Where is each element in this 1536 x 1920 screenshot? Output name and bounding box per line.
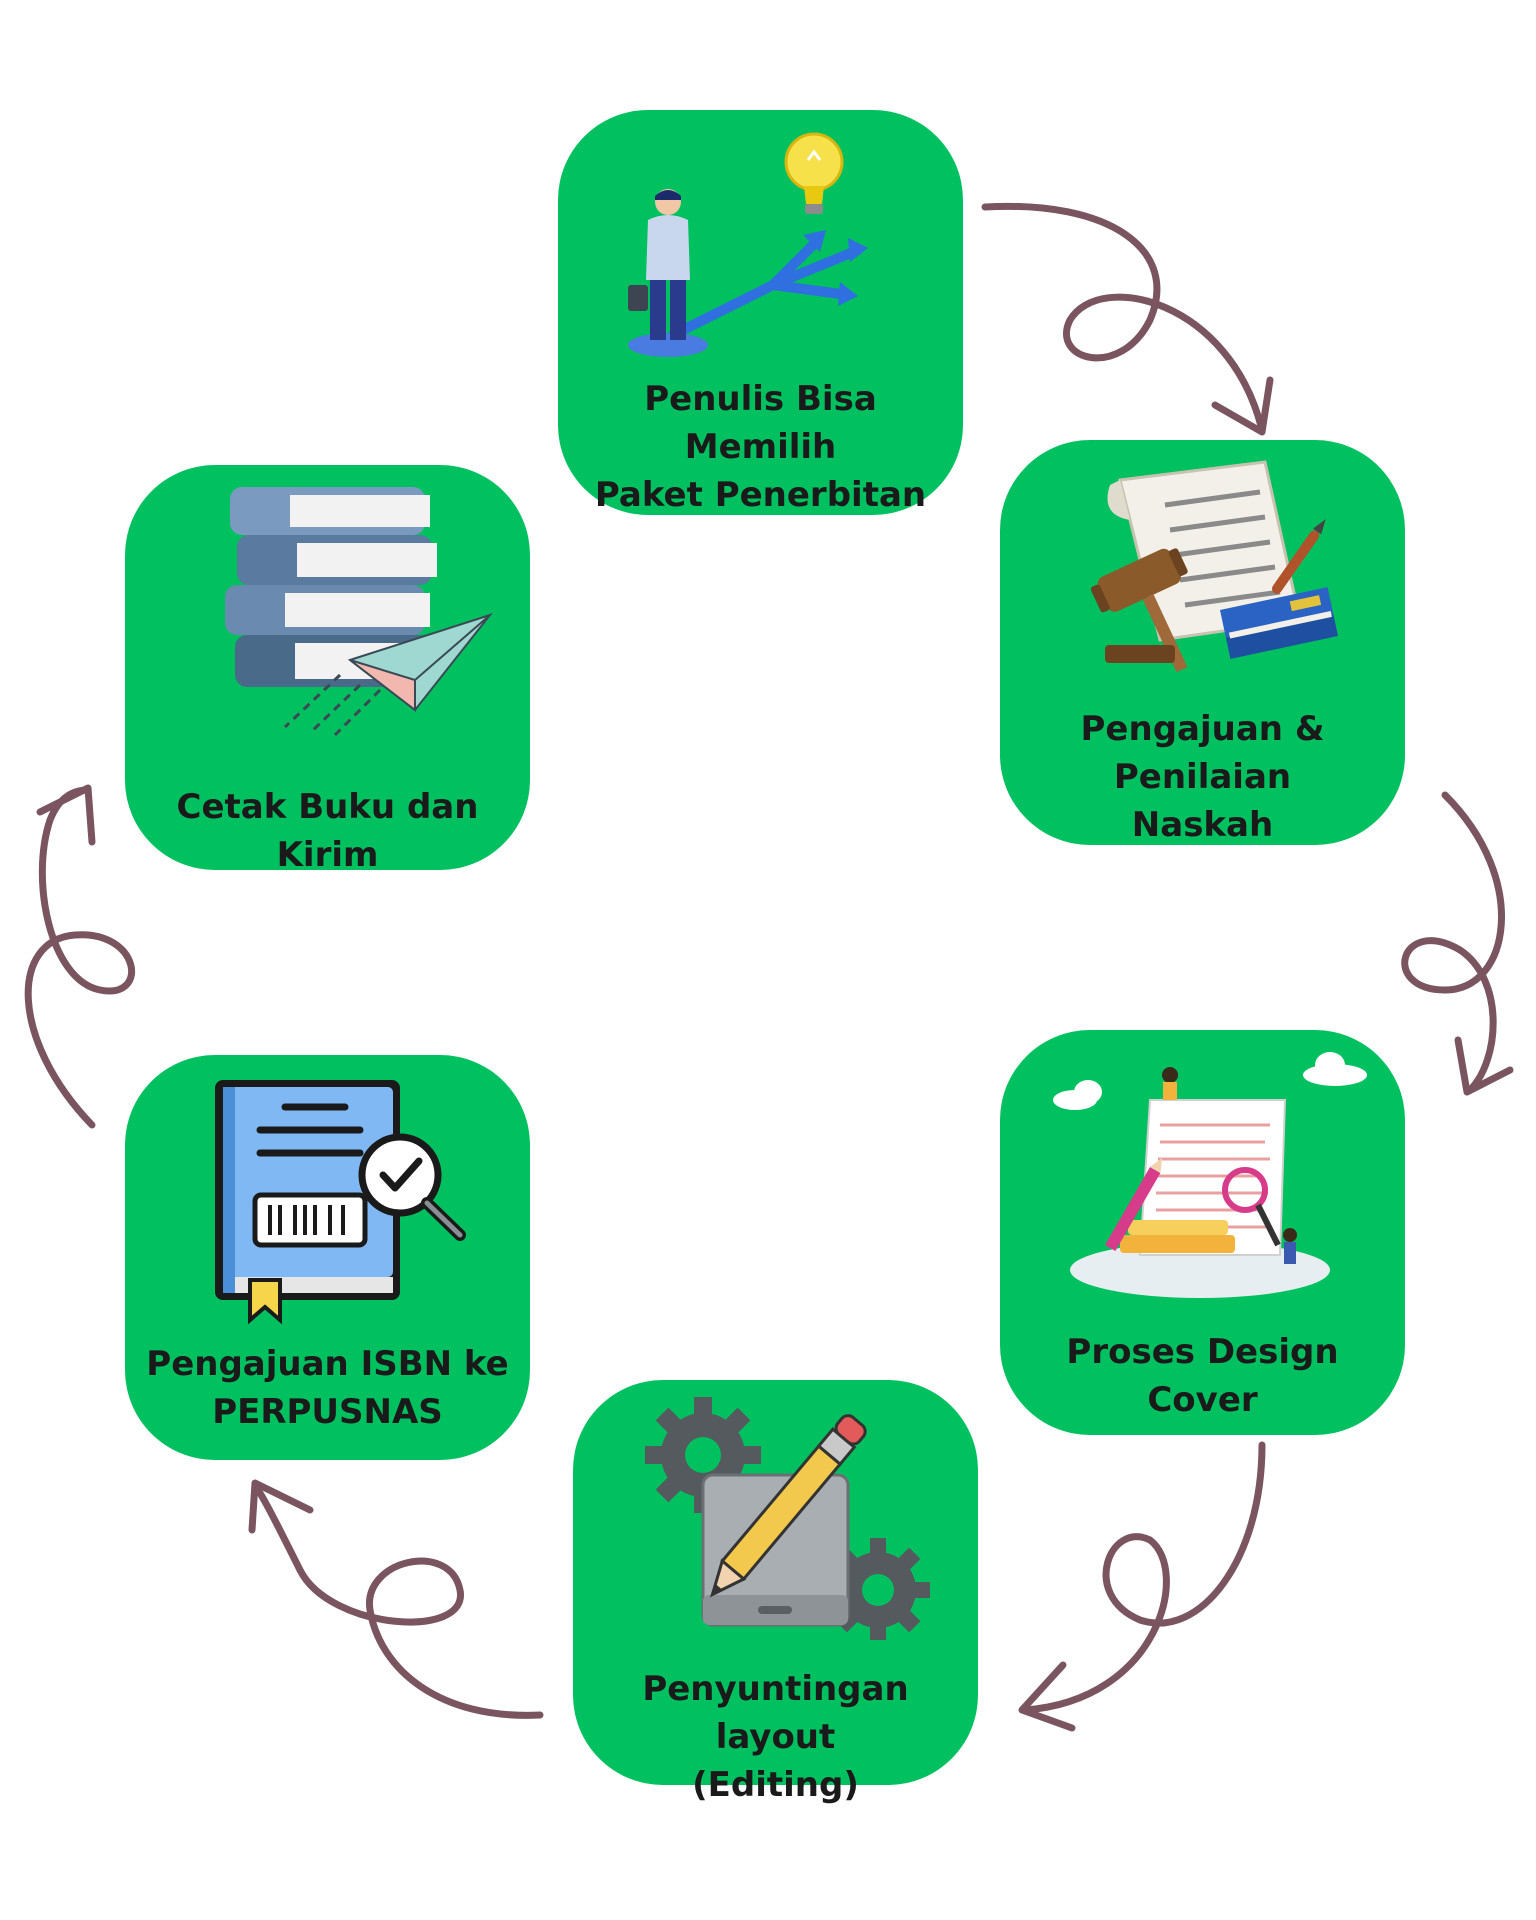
arrowhead-1-to-2 [1211, 376, 1274, 436]
arrow-4-to-5 [251, 1481, 544, 1719]
step-label-4: Penyuntingan layout (Editing) [642, 1669, 909, 1805]
step-card-5: Pengajuan ISBN ke PERPUSNAS [125, 1055, 530, 1460]
arrow-3-to-4 [1021, 1441, 1266, 1714]
law-manuscript-icon [1090, 460, 1338, 673]
arrow-1-to-2 [981, 202, 1266, 434]
step-label-1: Penulis Bisa Memilih Paket Penerbitan [594, 379, 927, 515]
step-card-3: Proses Design Cover [1000, 1030, 1405, 1435]
step-label-2: Pengajuan & Penilaian Naskah [1080, 709, 1325, 845]
layout-editing-icon [645, 1397, 930, 1640]
arrow-5-to-6 [24, 786, 136, 1129]
step-label-5: Pengajuan ISBN ke PERPUSNAS [146, 1344, 509, 1432]
step-card-6: Cetak Buku dan Kirim [125, 465, 530, 875]
arrowhead-3-to-4 [1018, 1661, 1076, 1732]
isbn-book-icon [215, 1080, 466, 1325]
step-label-3: Proses Design Cover [1066, 1332, 1339, 1420]
arrow-2-to-3 [1401, 791, 1505, 1094]
idea-choice-icon [628, 132, 868, 357]
step-card-1: Penulis Bisa Memilih Paket Penerbitan [558, 110, 963, 515]
step-label-6: Cetak Buku dan Kirim [176, 787, 479, 875]
arrowhead-5-to-6 [36, 784, 96, 846]
step-card-2: Pengajuan & Penilaian Naskah [1000, 440, 1405, 845]
arrowhead-4-to-5 [248, 1479, 314, 1534]
books-paper-plane-icon [225, 487, 493, 737]
cover-design-icon [1053, 1052, 1367, 1298]
arrowhead-2-to-3 [1454, 1036, 1514, 1096]
step-card-4: Penyuntingan layout (Editing) [573, 1380, 978, 1805]
